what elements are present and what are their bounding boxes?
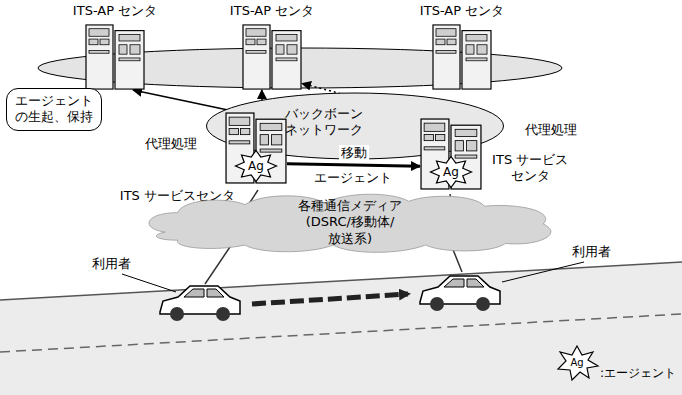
server-panel — [229, 117, 250, 125]
server-panel — [89, 50, 109, 53]
ap-center-server: ITS-AP センタ — [432, 24, 492, 90]
server-panel — [260, 149, 282, 152]
server-panel — [467, 141, 477, 151]
server-panel — [229, 128, 238, 134]
connector-arrow — [133, 90, 237, 112]
node-label: エージェント の生起、保持 — [15, 93, 93, 126]
server-panel — [276, 45, 284, 54]
server-panel — [466, 45, 474, 54]
server-tower — [272, 31, 301, 89]
car — [420, 276, 500, 311]
server-panel — [260, 135, 268, 145]
proxy-label: 代理処理 — [525, 122, 577, 138]
server-panel — [424, 134, 433, 140]
server-panel — [477, 45, 487, 54]
server-panel — [246, 29, 266, 37]
lane-line — [0, 314, 682, 352]
server-panel — [455, 155, 477, 158]
node-label: Ag — [235, 150, 277, 182]
service-center-server: ITS サービスセンタAg — [225, 112, 287, 184]
legend-star — [558, 346, 598, 380]
connector-arrow — [287, 164, 420, 166]
server-tower — [115, 31, 144, 89]
legend-agent: Ag — [570, 357, 583, 369]
server-panel — [257, 39, 266, 45]
agent-star: Ag — [235, 150, 277, 182]
server-outline — [85, 24, 145, 90]
node-label: バックボーン ネットワーク — [285, 106, 363, 139]
server-tower — [86, 25, 113, 89]
media-cloud: 各種通信メディア (DSRC/移動体/放送系) — [140, 190, 560, 255]
server-panel — [287, 45, 297, 54]
server-panel — [436, 50, 456, 53]
server-panel — [246, 50, 266, 53]
server-panel — [424, 147, 445, 150]
node-label: ITS-AP センタ — [230, 3, 314, 19]
server-panel — [241, 128, 250, 134]
cloud-shape — [149, 194, 551, 252]
server-outline — [432, 24, 492, 90]
node-label: ITS-AP センタ — [420, 3, 504, 19]
server-panel — [119, 34, 140, 41]
server-panel — [119, 45, 127, 54]
car — [160, 286, 240, 321]
server-panel — [229, 141, 250, 144]
edge-label: 移動 — [339, 145, 369, 161]
server-panel — [276, 34, 297, 41]
server-panel — [260, 123, 282, 130]
server-panel — [89, 29, 109, 37]
callout-box: エージェント の生起、保持 — [6, 88, 102, 131]
agent-star — [236, 151, 277, 182]
legend-text: :エージェント — [600, 366, 676, 380]
server-panel — [246, 39, 255, 45]
server-panel — [436, 39, 445, 45]
server-tower — [243, 25, 270, 89]
node-label: ITS-AP センタ — [73, 3, 157, 19]
node-label: ITS サービス センタ — [486, 152, 574, 185]
service-center-server: ITS サービス センタAg — [420, 118, 482, 190]
node-label: 各種通信メディア (DSRC/移動体/放送系) — [298, 198, 402, 247]
proxy-label: 代理処理 — [145, 136, 197, 152]
server-panel — [424, 123, 445, 131]
node-label: Ag — [430, 156, 472, 188]
server-panel — [130, 45, 140, 54]
server-panel — [436, 29, 456, 37]
agent-star: Ag — [430, 156, 472, 188]
ap-center-server: ITS-AP センタ — [85, 24, 145, 90]
travel-arrow — [252, 294, 408, 304]
server-panel — [455, 129, 477, 136]
server-outline — [242, 24, 302, 90]
server-panel — [466, 58, 487, 61]
leader-line — [122, 274, 176, 292]
server-panel — [466, 34, 487, 41]
server-panel — [447, 39, 456, 45]
server-panel — [436, 134, 445, 140]
leader-line — [502, 262, 584, 282]
server-panel — [119, 58, 140, 61]
user-label: 利用者 — [92, 256, 131, 272]
server-panel — [100, 39, 109, 45]
user-label: 利用者 — [572, 244, 611, 260]
road — [0, 262, 682, 395]
server-panel — [89, 39, 98, 45]
server-tower — [433, 25, 460, 89]
server-panel — [272, 135, 282, 145]
move-label: エージェント — [312, 170, 394, 186]
server-tower — [462, 31, 491, 89]
agent-star — [431, 157, 472, 188]
server-panel — [276, 58, 297, 61]
ap-center-server: ITS-AP センタ — [242, 24, 302, 90]
server-panel — [455, 141, 463, 151]
